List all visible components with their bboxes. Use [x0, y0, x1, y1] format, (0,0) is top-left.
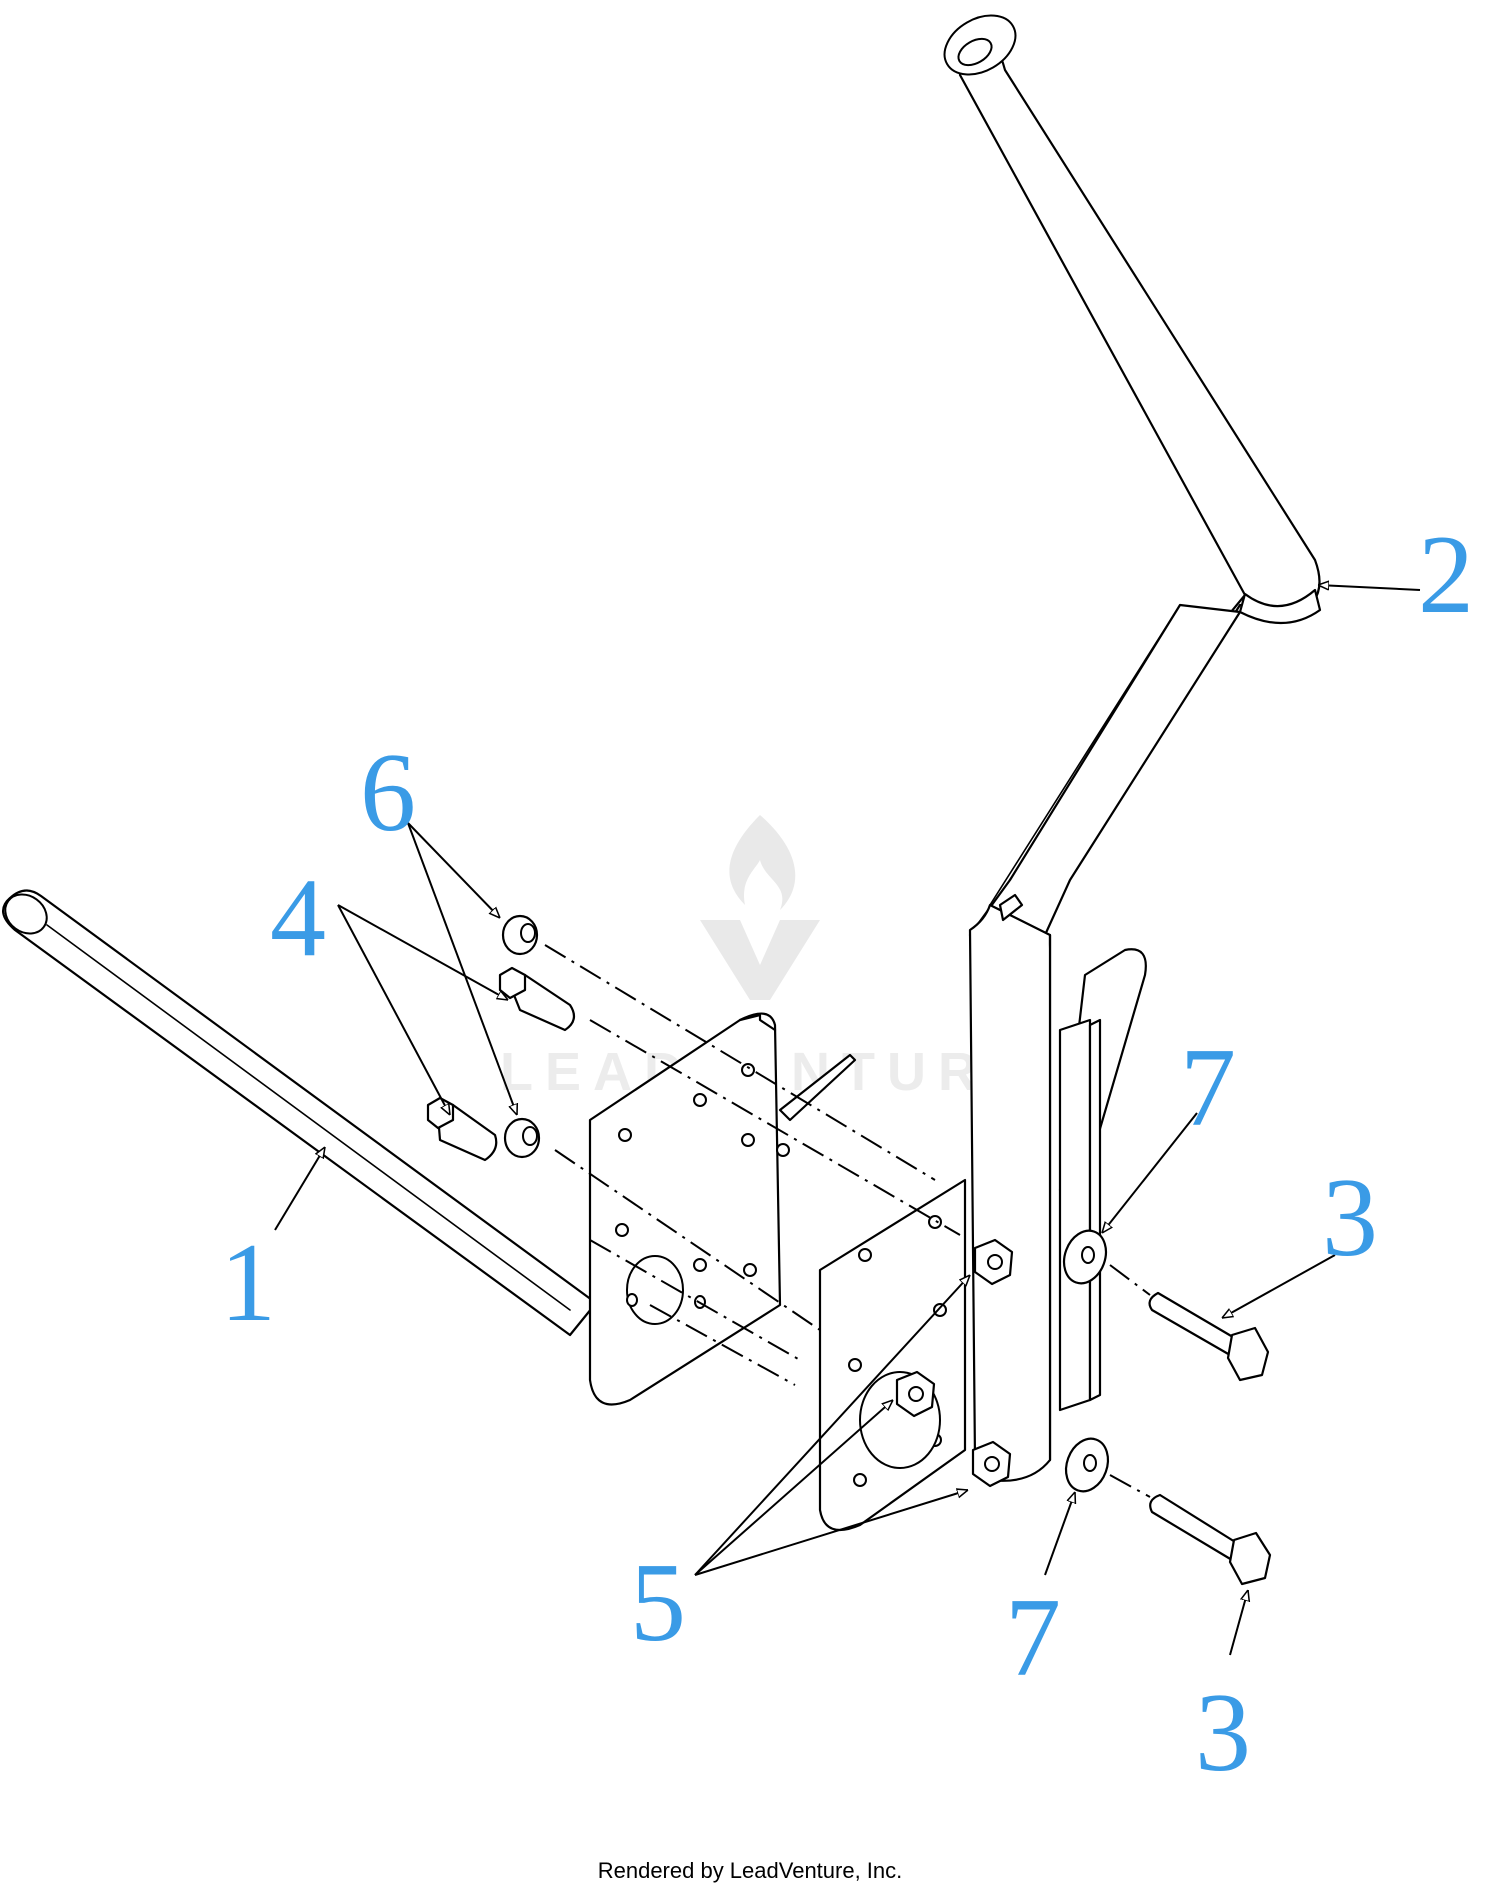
- part-6-bushings: [501, 914, 541, 1159]
- callout-1: 1: [220, 1221, 276, 1345]
- leader-3b: [1229, 1590, 1248, 1656]
- callout-5: 5: [630, 1541, 686, 1665]
- part-1-lower-tube: [2, 889, 598, 1337]
- handle-latch: [998, 893, 1147, 1412]
- leader-7b: [1044, 1492, 1075, 1576]
- right-mount-plate: [818, 1178, 967, 1532]
- leader-5a: [694, 1275, 970, 1576]
- leader-1: [274, 1147, 325, 1231]
- leader-6b: [407, 822, 517, 1115]
- part-2-handle: [943, 14, 1322, 1482]
- part-7-washers: [1062, 1229, 1110, 1493]
- callout-labels: 1 2 3 3 4 5 6 7 7: [220, 513, 1474, 1795]
- leader-5c: [694, 1490, 968, 1576]
- footer-credit: Rendered by LeadVenture, Inc.: [597, 1858, 903, 1883]
- leader-4a: [337, 904, 508, 1000]
- leader-6a: [407, 822, 500, 918]
- callout-4: 4: [270, 856, 326, 980]
- leader-7a: [1102, 1112, 1198, 1233]
- leader-3a: [1222, 1254, 1336, 1318]
- callout-7a: 7: [1180, 1026, 1236, 1150]
- leader-4b: [337, 904, 450, 1115]
- callout-2: 2: [1418, 513, 1474, 637]
- callout-3b: 3: [1195, 1671, 1251, 1795]
- watermark-v-icon: [700, 920, 820, 1000]
- leader-5b: [694, 1400, 893, 1576]
- part-3-bolts: [1148, 1291, 1272, 1586]
- watermark-flame-icon: [729, 815, 796, 910]
- leader-2: [1318, 585, 1421, 590]
- leader-lines: [274, 585, 1421, 1656]
- callout-3a: 3: [1322, 1156, 1378, 1280]
- callout-6: 6: [360, 731, 416, 855]
- callout-7b: 7: [1005, 1576, 1061, 1700]
- assembly-centerlines: [544, 944, 1151, 1498]
- part-5-nuts: [895, 1238, 1014, 1488]
